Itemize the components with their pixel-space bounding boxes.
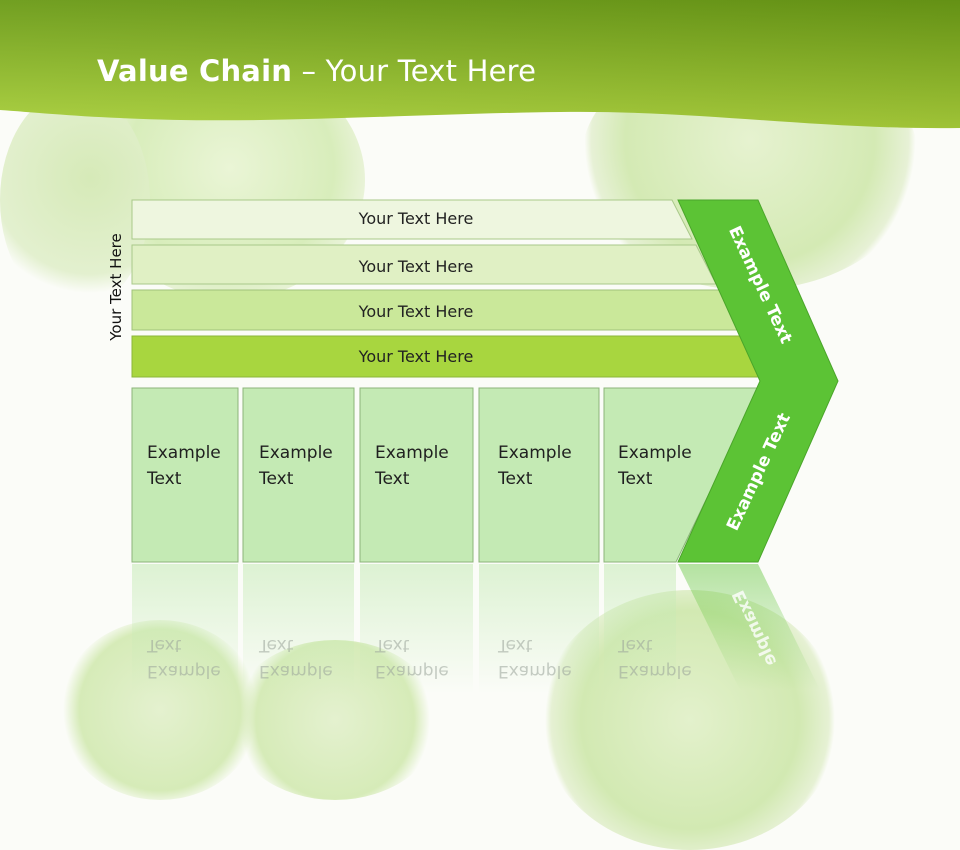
box-3-reflection <box>360 564 473 694</box>
box-reflection-label-5: Example Text <box>618 632 692 684</box>
box-label-2-line1: Example <box>259 443 333 463</box>
box-3 <box>359 387 474 563</box>
box-label-2-line2: Text <box>259 469 294 489</box>
box-reflection-label-2: Example Text <box>259 632 333 684</box>
box-2-reflection <box>243 564 354 694</box>
box-reflection-label-3: Example Text <box>375 632 449 684</box>
box-reflection-4-line1: Example <box>498 661 572 681</box>
box-reflection-4-line2: Text <box>498 635 533 655</box>
box-reflection-2-line2: Text <box>259 635 294 655</box>
box-4-reflection <box>479 564 599 694</box>
chevron-reflection <box>678 564 820 690</box>
box-1-reflection <box>132 564 238 694</box>
box-label-4-line2: Text <box>498 469 533 489</box>
bar-label-2: Your Text Here <box>358 257 474 276</box>
box-reflection-1-line1: Example <box>147 661 221 681</box>
box-label-4: Example Text <box>498 440 572 492</box>
box-2 <box>242 387 355 563</box>
box-reflection-label-1: Example Text <box>147 632 221 684</box>
box-5 <box>603 387 761 563</box>
bar-label-1: Your Text Here <box>358 209 474 228</box>
bar-label-3: Your Text Here <box>358 302 474 321</box>
title-rest: – Your Text Here <box>292 54 537 88</box>
box-reflection-5-line2: Text <box>618 635 653 655</box>
page-title: Value Chain – Your Text Here <box>97 54 536 88</box>
box-reflection-label-4: Example Text <box>498 632 572 684</box>
box-label-1-line2: Text <box>147 469 182 489</box>
box-1 <box>131 387 239 563</box>
box-reflection-3-line1: Example <box>375 661 449 681</box>
box-label-4-line1: Example <box>498 443 572 463</box>
box-5-reflection <box>604 564 676 694</box>
box-label-3-line1: Example <box>375 443 449 463</box>
box-label-1-line1: Example <box>147 443 221 463</box>
bar-label-4: Your Text Here <box>358 347 474 366</box>
box-label-5-line1: Example <box>618 443 692 463</box>
value-chain-diagram <box>131 199 839 694</box>
box-label-3: Example Text <box>375 440 449 492</box>
box-label-2: Example Text <box>259 440 333 492</box>
box-label-1: Example Text <box>147 440 221 492</box>
title-bold: Value Chain <box>97 54 293 88</box>
box-reflection-2-line1: Example <box>259 661 333 681</box>
header-banner <box>0 0 960 129</box>
bar-1 <box>131 199 693 240</box>
chevron-arrow <box>677 199 839 563</box>
box-reflection-5-line1: Example <box>618 661 692 681</box>
box-4 <box>478 387 600 563</box>
box-reflection-1-line2: Text <box>147 635 182 655</box>
box-reflection-3-line2: Text <box>375 635 410 655</box>
box-label-3-line2: Text <box>375 469 410 489</box>
box-label-5: Example Text <box>618 440 692 492</box>
box-label-5-line2: Text <box>618 469 653 489</box>
lime-whole-left <box>0 90 150 310</box>
